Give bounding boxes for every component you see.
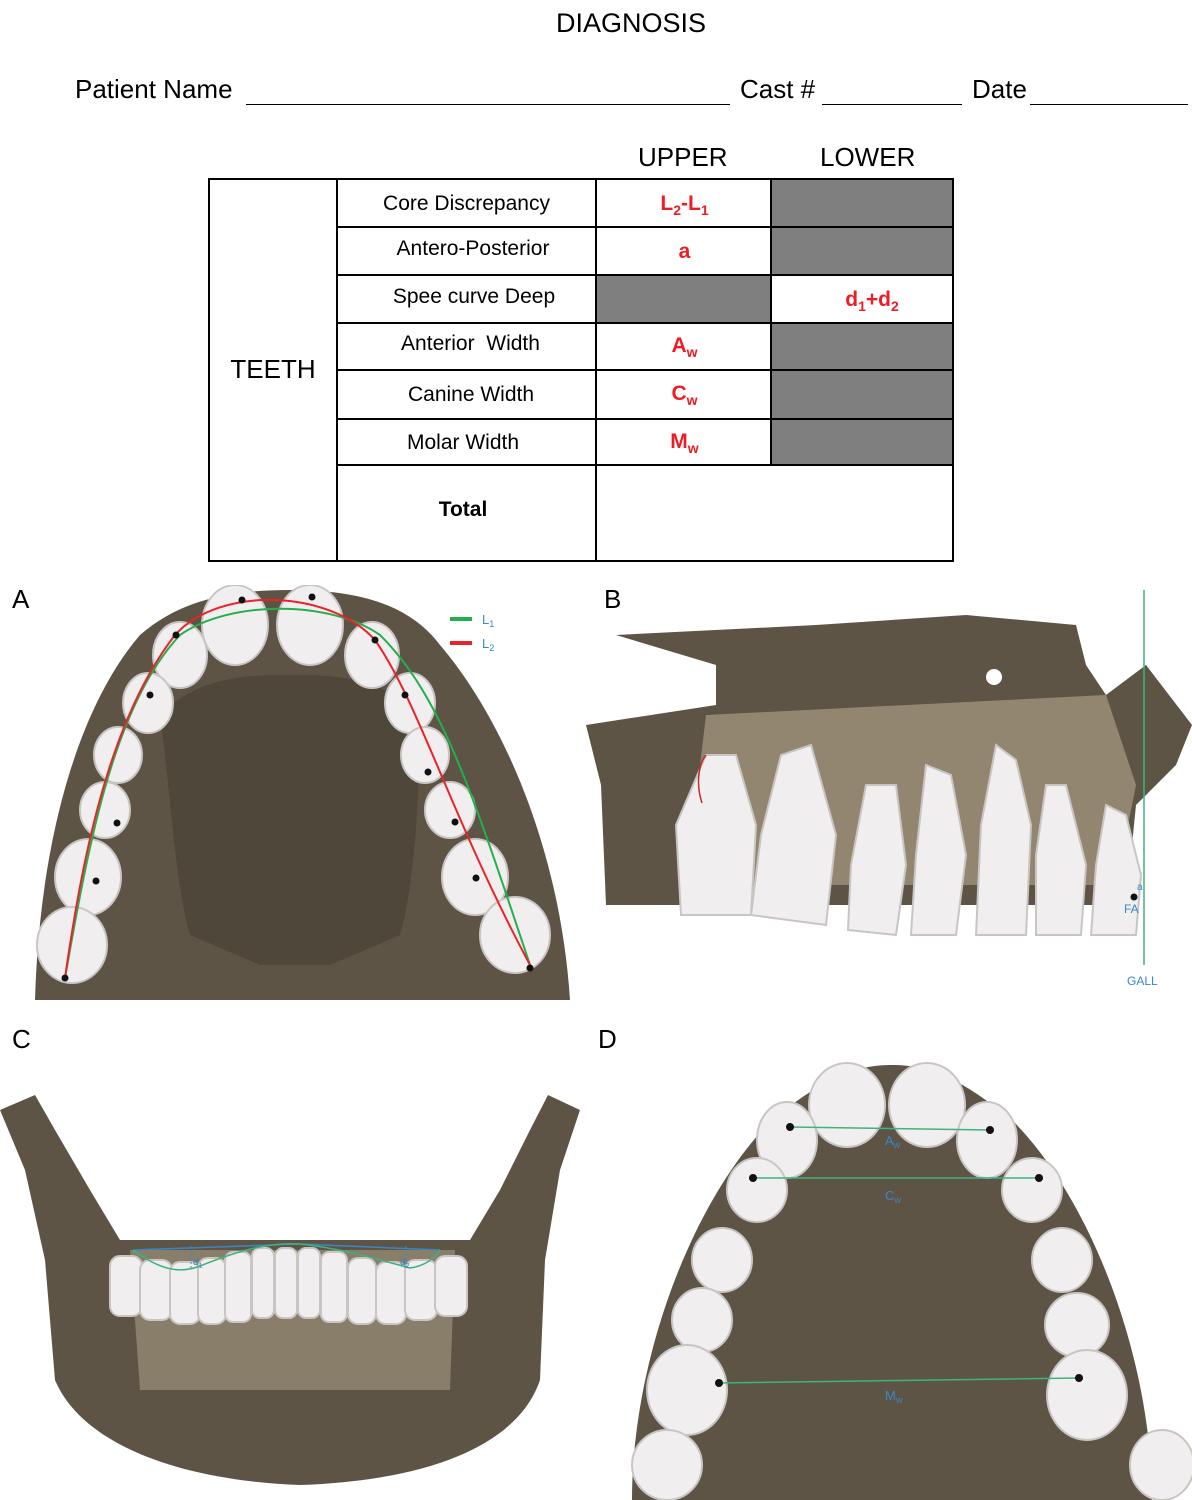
value-antero-posterior: a	[597, 240, 772, 264]
legend-label-l1: L1	[482, 612, 494, 629]
gall-label: GALL	[1127, 974, 1158, 988]
patient-name-label: Patient Name	[75, 74, 233, 105]
lower-teeth	[110, 1248, 467, 1324]
value-core-discrepancy: L2-L1	[597, 192, 772, 218]
panel-c-lower-jaw-image: d1 d2	[0, 1060, 592, 1500]
shaded-cell-lower-anterior	[772, 323, 952, 370]
table-divider	[336, 274, 954, 276]
panel-letter-c: C	[12, 1024, 31, 1055]
table-divider	[336, 322, 954, 324]
value-canine-width: Cw	[597, 382, 772, 408]
fa-point	[1131, 894, 1138, 901]
date-field[interactable]	[1030, 104, 1188, 105]
cast-label: Cast #	[740, 74, 815, 105]
value-molar-width: Mw	[597, 430, 772, 456]
shaded-cell-lower-canine	[772, 370, 952, 419]
column-header-lower: LOWER	[820, 142, 915, 173]
shaded-cell-upper-spee	[597, 275, 772, 323]
table-divider	[336, 464, 954, 466]
table-divider	[336, 226, 954, 228]
legend-label-l2: L2	[482, 636, 494, 653]
row-label-spee-curve: Spee curve Deep	[338, 285, 610, 309]
value-anterior-width: Aw	[597, 334, 772, 360]
row-label-anterior-width: Anterior Width	[338, 332, 603, 356]
panel-letter-d: D	[598, 1024, 617, 1055]
table-divider	[336, 418, 954, 420]
row-label-antero-posterior: Antero-Posterior	[338, 237, 608, 261]
point-a-label: a	[1137, 882, 1143, 893]
cast-number-field[interactable]	[822, 104, 962, 105]
panel-a-upper-arch-image: L1 L2	[0, 585, 592, 1000]
date-label: Date	[972, 74, 1027, 105]
row-label-total: Total	[338, 498, 588, 522]
row-label-molar-width: Molar Width	[338, 431, 588, 455]
page-title: DIAGNOSIS	[0, 8, 1192, 39]
row-label-canine-width: Canine Width	[338, 383, 604, 407]
fa-label: FA	[1124, 902, 1139, 916]
patient-name-field[interactable]	[246, 104, 730, 105]
table-divider	[336, 369, 954, 371]
shaded-cell-lower-antero	[772, 227, 952, 275]
shaded-cell-lower-core	[772, 180, 952, 227]
panel-d-upper-arch-widths-image: Aw Cw Mw	[592, 1060, 1192, 1500]
teeth-group-label: TEETH	[210, 354, 336, 385]
row-label-core-discrepancy: Core Discrepancy	[338, 192, 595, 216]
panel-b-lateral-view-image: a FA GALL	[586, 585, 1192, 1000]
column-header-upper: UPPER	[638, 142, 728, 173]
shaded-cell-lower-molar	[772, 419, 952, 465]
value-spee-curve: d1+d2	[772, 288, 972, 314]
